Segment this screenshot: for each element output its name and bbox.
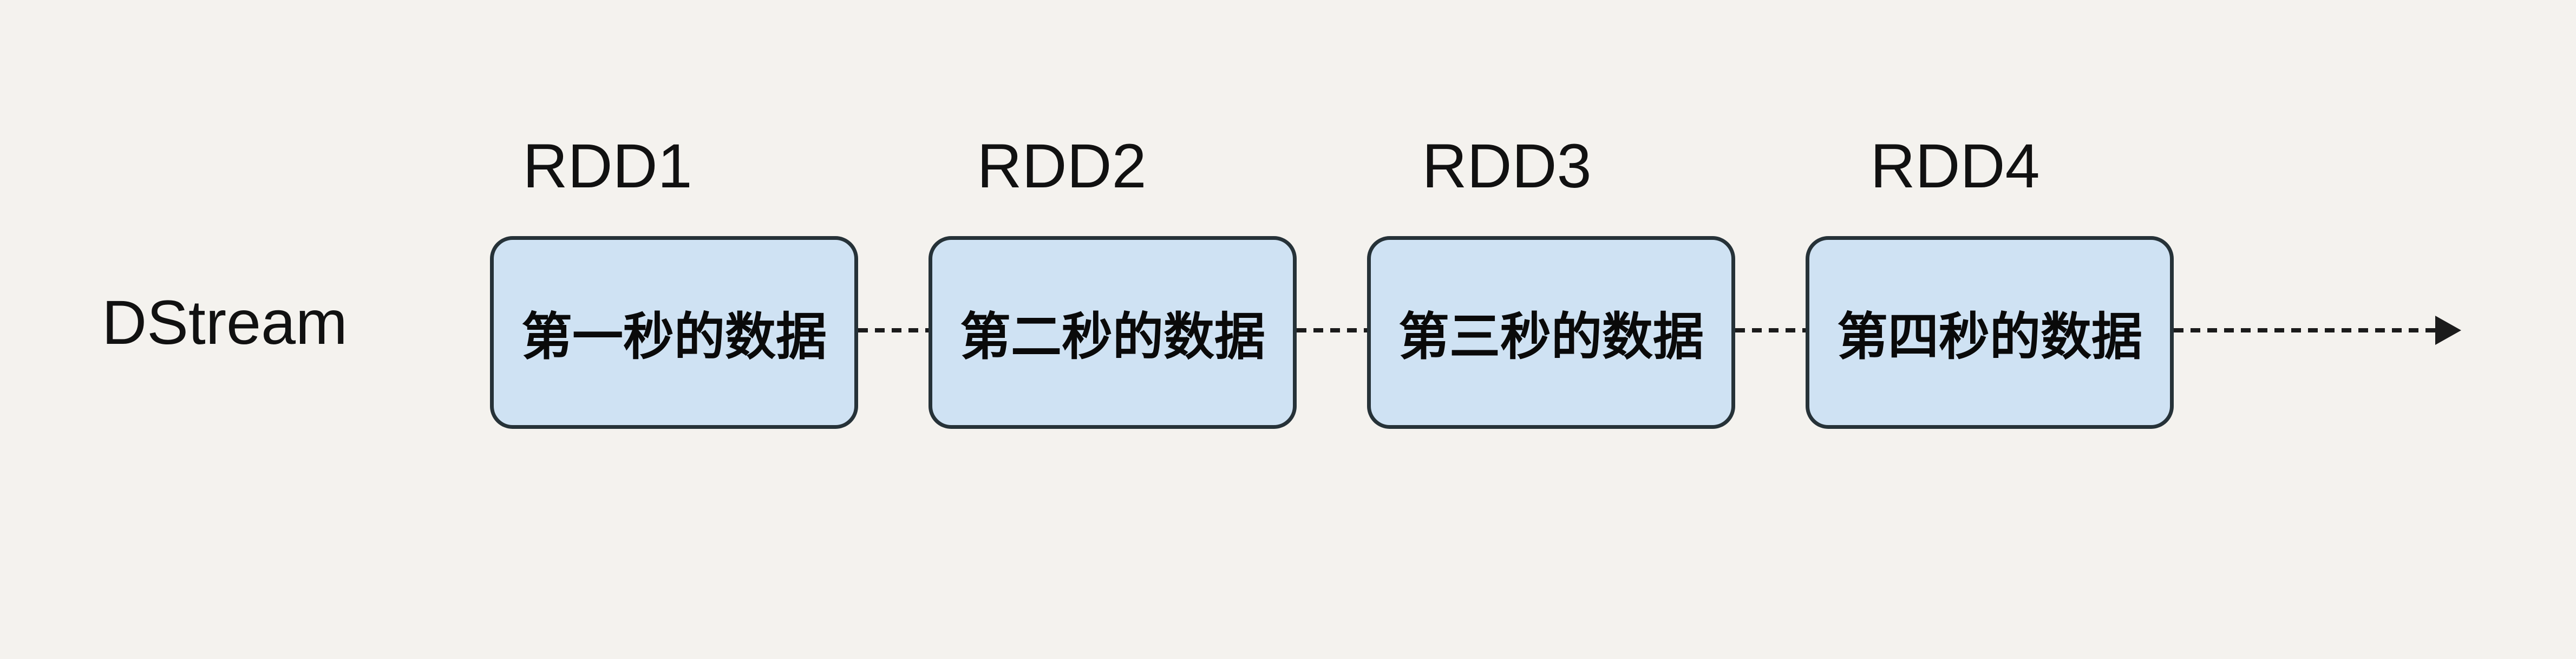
rdd4-label: RDD4 xyxy=(1870,132,2040,201)
rdd1-box: 第一秒的数据 xyxy=(490,236,858,429)
dashed-connector-1 xyxy=(858,328,929,332)
rdd4-box: 第四秒的数据 xyxy=(1806,236,2174,429)
rdd1-box-text: 第一秒的数据 xyxy=(521,308,827,365)
stream-arrowhead-icon xyxy=(2435,316,2461,345)
dstream-title: DStream xyxy=(102,288,348,357)
rdd2-box-text: 第二秒的数据 xyxy=(959,308,1265,365)
rdd2-label: RDD2 xyxy=(977,132,1147,201)
dashed-connector-tail xyxy=(2174,328,2438,332)
rdd3-box-text: 第三秒的数据 xyxy=(1398,308,1704,365)
rdd2-box: 第二秒的数据 xyxy=(929,236,1297,429)
rdd3-box: 第三秒的数据 xyxy=(1367,236,1735,429)
rdd1-label: RDD1 xyxy=(522,132,692,201)
dashed-connector-2 xyxy=(1297,328,1367,332)
rdd4-box-text: 第四秒的数据 xyxy=(1836,308,2142,365)
dashed-connector-3 xyxy=(1735,328,1806,332)
rdd3-label: RDD3 xyxy=(1422,132,1592,201)
